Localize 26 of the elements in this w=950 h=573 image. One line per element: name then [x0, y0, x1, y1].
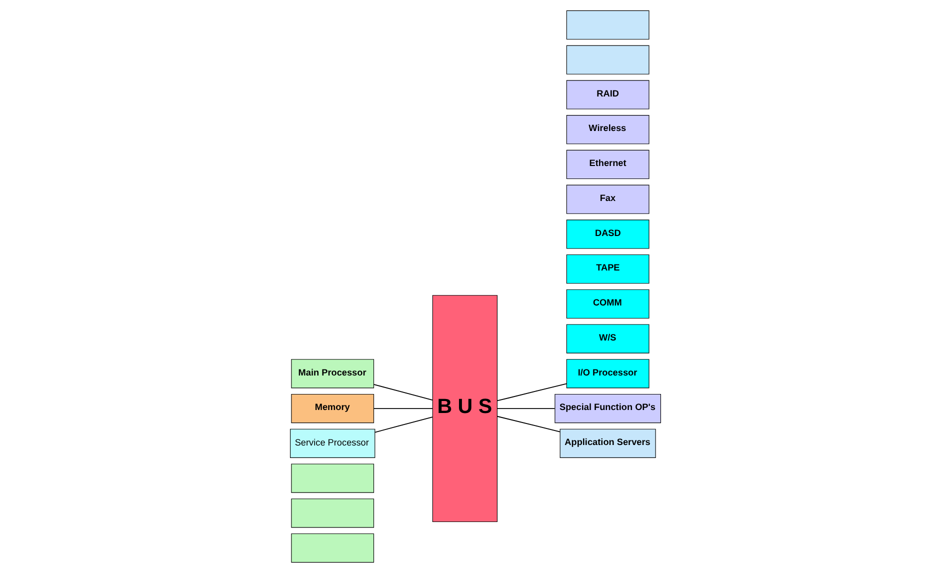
node-box	[290, 533, 374, 563]
node-box: Main Processor	[290, 359, 374, 388]
node-box: DASD	[566, 220, 649, 249]
node-box	[290, 464, 374, 493]
node-box: Service Processor	[290, 428, 375, 458]
node-box: Ethernet	[566, 150, 649, 180]
node-box: RAID	[566, 80, 649, 110]
node-box	[290, 498, 374, 528]
node-box: Wireless	[566, 115, 649, 144]
node-box: Application Servers	[559, 428, 656, 458]
connector	[372, 384, 432, 401]
node-box: W/S	[566, 324, 649, 354]
node-box	[566, 45, 649, 74]
connector	[496, 416, 560, 432]
connector	[496, 383, 567, 402]
node-box: B U S	[432, 295, 498, 522]
node-box	[566, 10, 649, 40]
node-box: Special Function OP's	[554, 394, 660, 424]
node-box: I/O Processor	[566, 359, 649, 388]
node-box: COMM	[566, 289, 649, 319]
node-box: Memory	[290, 394, 374, 424]
connector	[372, 408, 432, 409]
node-box: Fax	[566, 184, 649, 214]
node-box: TAPE	[566, 254, 649, 284]
connector	[374, 416, 432, 433]
connector	[496, 408, 555, 409]
